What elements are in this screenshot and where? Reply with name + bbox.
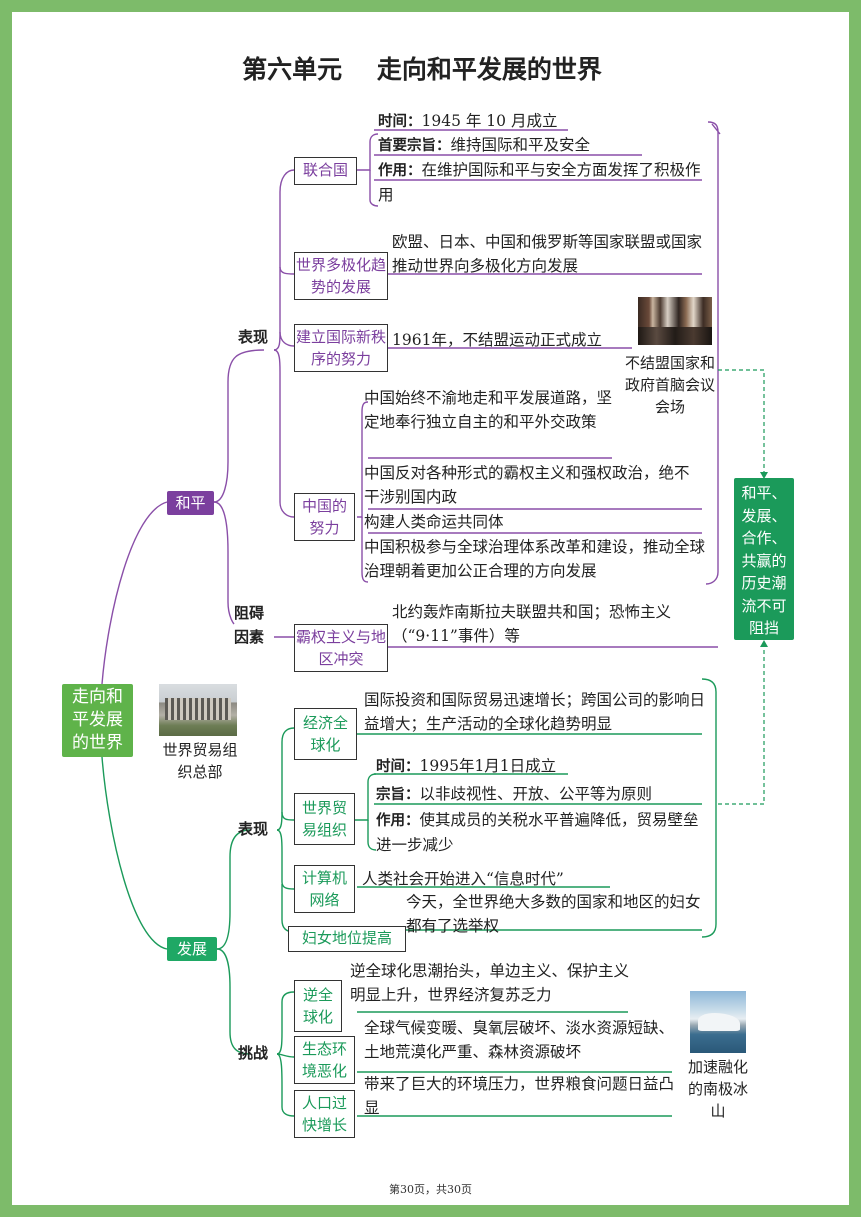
eco-deterioration-node: 生态环境恶化 <box>294 1036 355 1084</box>
un-aim-key: 首要宗旨： <box>378 138 451 154</box>
summit-caption: 不结盟国家和政府首脑会议会场 <box>624 354 715 416</box>
wto-time-key: 时间： <box>376 759 420 775</box>
wto-time-value: 1995年1月1日成立 <box>419 757 557 775</box>
root-node: 走向和平发展的世界 <box>62 684 133 757</box>
peace-performance-label: 表现 <box>238 328 269 346</box>
mind-map-page: 第六单元 走向和平发展的世界 走向和平发展的世界 和平 表现 阻碍因素 联合国 … <box>12 12 849 1205</box>
un-node: 联合国 <box>294 157 357 185</box>
computer-network-text: 人类社会开始进入“信息时代” <box>362 870 564 888</box>
china-item-4: 中国积极参与全球治理体系改革和建设，推动全球治理朝着更加公正合理的方向发展 <box>364 538 706 580</box>
wto-role: 作用：使其成员的关税水平普遍降低，贸易壁垒进一步减少 <box>376 808 706 857</box>
wto-aim-key: 宗旨： <box>376 787 420 803</box>
population-growth-text: 带来了巨大的环境压力，世界粮食问题日益凸显 <box>364 1075 675 1117</box>
iceberg-shape <box>698 1013 740 1031</box>
un-time-key: 时间： <box>378 114 422 130</box>
new-order-text: 1961年，不结盟运动正式成立 <box>392 331 602 349</box>
hegemony-text: 北约轰炸南斯拉夫联盟共和国；恐怖主义（“9·11”事件）等 <box>392 603 672 645</box>
china-item-3: 构建人类命运共同体 <box>364 513 504 531</box>
population-growth-node: 人口过快增长 <box>294 1090 355 1138</box>
eco-deterioration-text: 全球气候变暖、臭氧层破坏、淡水资源短缺、土地荒漠化严重、森林资源破坏 <box>364 1019 675 1061</box>
econ-global-node: 经济全球化 <box>294 708 357 760</box>
development-performance-label: 表现 <box>238 820 269 838</box>
anti-globalization-node: 逆全球化 <box>294 980 342 1032</box>
page-title: 第六单元 走向和平发展的世界 <box>242 55 602 84</box>
summit-photo <box>638 297 712 345</box>
photo-band <box>638 327 712 345</box>
wto-role-value: 使其成员的关税水平普遍降低，贸易壁垒进一步减少 <box>376 811 699 854</box>
page-footer: 第30页，共30页 <box>389 1183 472 1196</box>
development-node: 发展 <box>167 937 217 961</box>
connector-lines <box>101 121 768 1117</box>
peace-obstacle-label: 阻碍因素 <box>234 604 265 646</box>
wto-aim: 宗旨：以非歧视性、开放、公平等为原则 <box>376 782 652 807</box>
un-role-value: 在维护国际和平与安全方面发挥了积极作用 <box>378 161 701 204</box>
un-time-value: 1945 年 10 月成立 <box>421 112 558 130</box>
computer-network-node: 计算机网络 <box>294 865 355 913</box>
women-status-node: 妇女地位提高 <box>288 926 406 952</box>
econ-global-text: 国际投资和国际贸易迅速增长；跨国公司的影响日益增大；生产活动的全球化趋势明显 <box>364 691 706 733</box>
wto-photo <box>159 684 237 736</box>
development-challenge-label: 挑战 <box>238 1044 269 1062</box>
new-order-node: 建立国际新秩序的努力 <box>294 324 388 372</box>
wto-building <box>165 698 231 720</box>
wto-time: 时间：1995年1月1日成立 <box>376 754 556 779</box>
wto-role-key: 作用： <box>376 813 420 829</box>
china-node: 中国的努力 <box>294 493 355 541</box>
iceberg-caption: 加速融化的南极冰山 <box>687 1058 748 1120</box>
china-item-2: 中国反对各种形式的霸权主义和强权政治，绝不干涉别国内政 <box>364 464 690 506</box>
anti-globalization-text: 逆全球化思潮抬头，单边主义、保护主义明显上升，世界经济复苏乏力 <box>350 962 630 1004</box>
peace-node: 和平 <box>167 491 214 515</box>
multipolar-text: 欧盟、日本、中国和俄罗斯等国家联盟或国家推动世界向多极化方向发展 <box>392 233 703 275</box>
women-status-text: 今天，全世界绝大多数的国家和地区的妇女都有了选举权 <box>406 893 701 935</box>
un-role-key: 作用： <box>378 163 422 179</box>
un-aim-value: 维持国际和平及安全 <box>450 136 591 154</box>
wto-aim-value: 以非歧视性、开放、公平等为原则 <box>419 785 653 803</box>
iceberg-photo <box>690 991 746 1053</box>
wto-photo-caption: 世界贸易组织总部 <box>162 741 238 781</box>
china-item-1: 中国始终不渝地走和平发展道路，坚定地奉行独立自主的和平外交政策 <box>364 389 613 431</box>
un-role: 作用：在维护国际和平与安全方面发挥了积极作用 <box>378 158 708 207</box>
un-aim: 首要宗旨：维持国际和平及安全 <box>378 133 590 158</box>
un-time: 时间：1945 年 10 月成立 <box>378 109 557 134</box>
hegemony-node: 霸权主义与地区冲突 <box>294 624 388 672</box>
wto-node: 世界贸易组织 <box>294 793 355 845</box>
multipolar-node: 世界多极化趋势的发展 <box>294 252 388 300</box>
conclusion-node: 和平、发展、合作、共赢的历史潮流不可阻挡 <box>734 478 794 640</box>
